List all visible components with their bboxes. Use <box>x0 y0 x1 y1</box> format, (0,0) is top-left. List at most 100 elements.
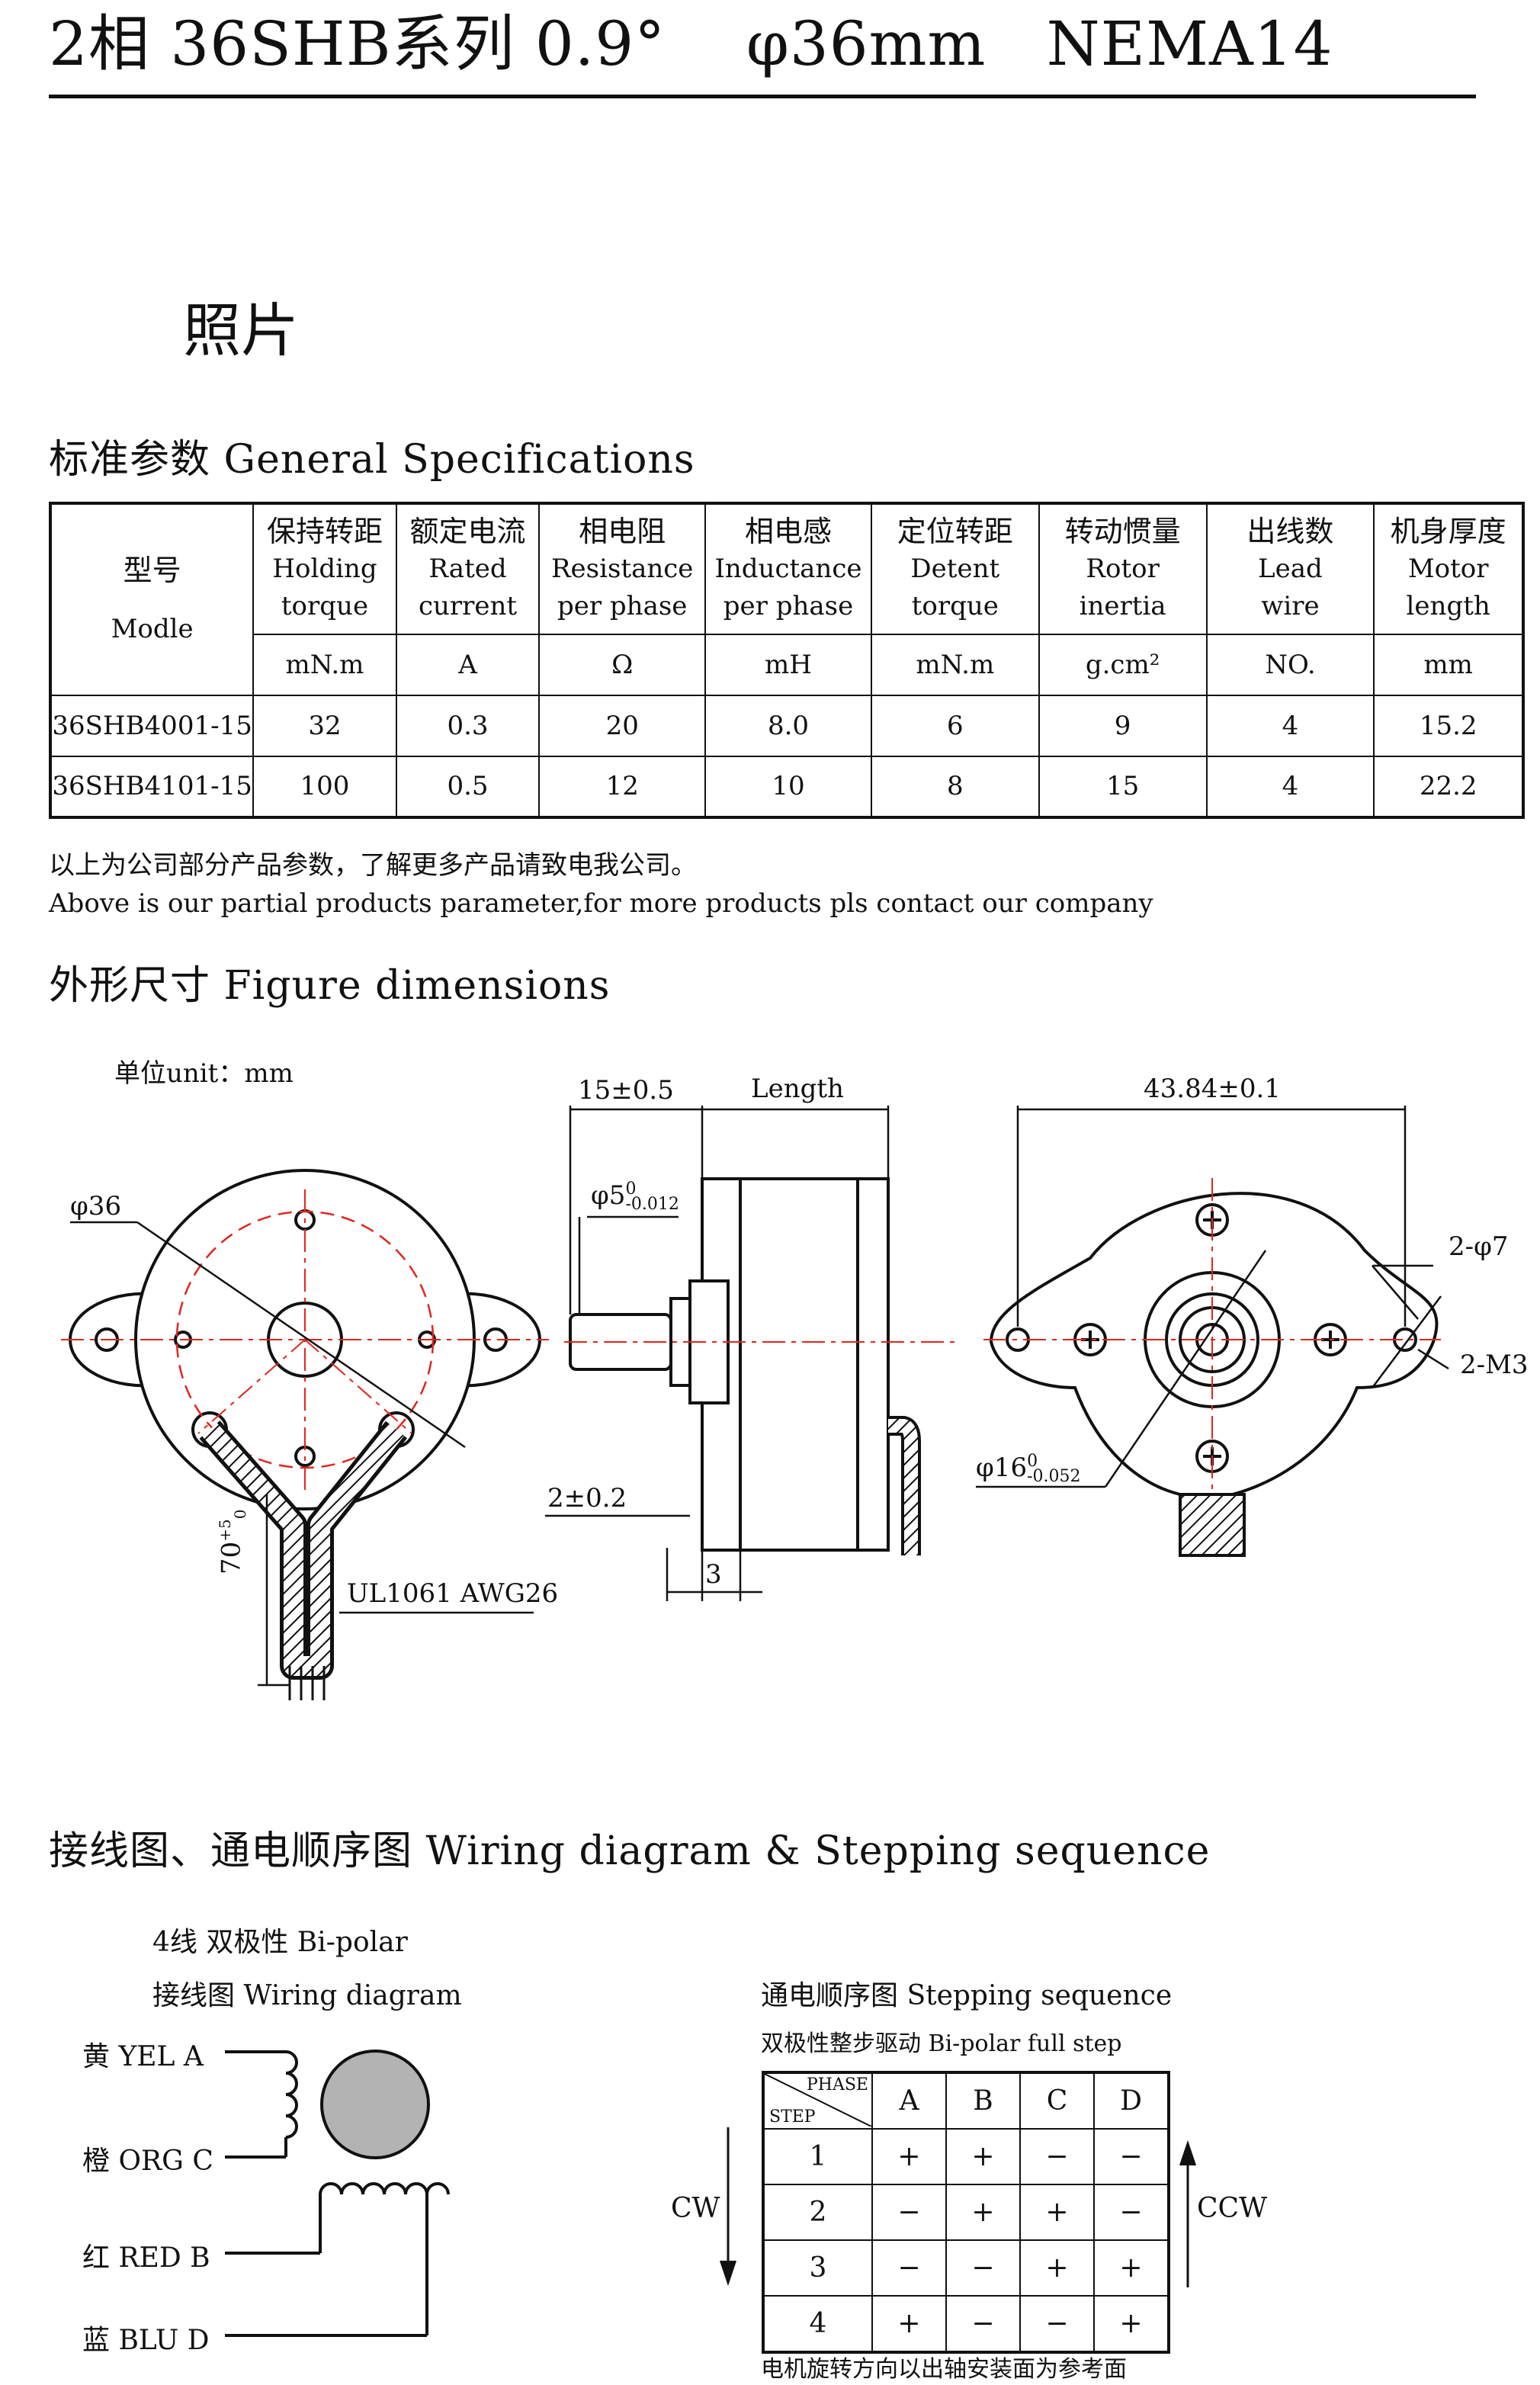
value-cell: 10 <box>704 756 872 818</box>
dim-boss: 2±0.2 <box>547 1483 627 1513</box>
shaft-tol-up: 0 <box>625 1180 637 1199</box>
col-cn: 保持转距 <box>266 515 383 548</box>
col-en2: current <box>418 591 518 621</box>
table-row: 1 + + − − <box>762 2128 1169 2185</box>
value-cell: 22.2 <box>1373 756 1524 818</box>
page-title: 2相 36SHB系列 0.9° φ36mm NEMA14 <box>49 8 1333 79</box>
col-cn: 相电阻 <box>579 515 666 548</box>
step-number: 3 <box>762 2239 873 2297</box>
front-view-drawing <box>61 1169 549 1700</box>
value-cell: 15.2 <box>1373 695 1524 757</box>
dimensions-heading: 外形尺寸 Figure dimensions <box>49 963 611 1009</box>
step-value: + <box>1093 2239 1169 2297</box>
coil-bd <box>319 2182 450 2195</box>
step-value: + <box>945 2128 1021 2185</box>
dim-flange: 3 <box>705 1559 722 1590</box>
table-row: 36SHB4001-15 32 0.3 20 8.0 6 9 4 15.2 <box>49 695 1524 757</box>
step-value: + <box>945 2184 1021 2241</box>
col-en2: per phase <box>723 591 854 621</box>
unit-cell: A <box>395 634 541 696</box>
dim-mount-spacing: 43.84±0.1 <box>1144 1074 1281 1104</box>
cw-label: CW <box>671 2193 720 2224</box>
value-cell: 100 <box>252 756 397 818</box>
step-value: − <box>945 2239 1021 2297</box>
value-cell: 12 <box>538 756 707 818</box>
wire-cn: 蓝 <box>82 2325 111 2356</box>
step-value: − <box>1019 2128 1095 2185</box>
dim-cable-length: 70+50 <box>216 1510 249 1574</box>
value-cell: 0.3 <box>395 695 541 757</box>
unit-cell: Ω <box>538 634 707 696</box>
value-cell: 4 <box>1205 756 1375 818</box>
wire-cn: 黄 <box>82 2041 111 2072</box>
specs-note-en: Above is our partial products parameter,… <box>49 888 1153 919</box>
col-en2: per phase <box>557 591 688 621</box>
unit-label: 单位unit：mm <box>114 1058 294 1089</box>
wire-label-blue: 蓝 BLU D <box>82 2318 210 2358</box>
cable-length-value: 70 <box>216 1541 247 1574</box>
wire-terminal: D <box>187 2325 210 2356</box>
col-cn: 定位转距 <box>897 515 1013 548</box>
dim-holes: 2-φ7 <box>1449 1231 1509 1262</box>
value-cell: 0.5 <box>395 756 541 818</box>
phase-header: A <box>871 2072 947 2130</box>
col-en1: Lead <box>1258 554 1323 584</box>
dim-cable-spec: UL1061 AWG26 <box>347 1578 559 1609</box>
col-en1: Rotor <box>1086 554 1160 584</box>
drive-label: 双极性整步驱动 Bi-polar full step <box>761 2030 1122 2057</box>
step-value: − <box>1093 2184 1169 2241</box>
rear-cap <box>856 1177 890 1552</box>
col-en1: Rated <box>428 554 507 584</box>
phase-header: D <box>1093 2072 1169 2130</box>
wiring-heading: 接线图、通电顺序图 Wiring diagram & Stepping sequ… <box>49 1828 1211 1874</box>
step-value: + <box>871 2295 947 2353</box>
table-row: 3 − − + + <box>762 2239 1169 2297</box>
wire-cn: 橙 <box>82 2146 111 2177</box>
step-value: + <box>871 2128 947 2185</box>
step-value: − <box>945 2295 1021 2353</box>
header-diagonal <box>765 2074 871 2127</box>
unit-cell: mm <box>1373 634 1524 696</box>
shaft-dia-value: φ5 <box>591 1180 626 1211</box>
col-en2: length <box>1406 591 1490 621</box>
step-value: − <box>871 2239 947 2297</box>
phase-label: PHASE <box>806 2075 868 2094</box>
shaft-tol-lo: -0.012 <box>625 1195 679 1214</box>
specs-note-cn: 以上为公司部分产品参数，了解更多产品请致电我公司。 <box>49 850 697 881</box>
step-value: − <box>1019 2295 1095 2353</box>
model-header-cn: 型号 <box>123 553 181 587</box>
ccw-label: CCW <box>1197 2193 1268 2224</box>
wire-en: ORG <box>118 2146 184 2177</box>
stepping-sequence-table: PHASE STEP A B C D 1 + + − − 2 − + + − 3… <box>762 2071 1170 2354</box>
phase-header: B <box>945 2072 1021 2130</box>
wire-terminal: B <box>190 2242 210 2274</box>
dim-threads: 2-M3 <box>1460 1350 1529 1380</box>
back-outline <box>989 1192 1439 1501</box>
col-en2: wire <box>1261 591 1320 621</box>
table-row: 4 + − − + <box>762 2295 1169 2353</box>
step-value: − <box>871 2184 947 2241</box>
step-number: 2 <box>762 2184 873 2241</box>
col-en2: inertia <box>1079 591 1166 621</box>
pilot-value: φ16 <box>976 1453 1028 1483</box>
motor-can <box>739 1177 859 1552</box>
value-cell: 8 <box>870 756 1040 818</box>
value-cell: 8.0 <box>704 695 872 757</box>
col-en1: Detent <box>910 554 1000 584</box>
wire-label-yellow: 黄 YEL A <box>82 2034 204 2074</box>
wiring-type-label: 4线 双极性 Bi-polar <box>152 1927 408 1958</box>
step-value: + <box>1093 2295 1169 2353</box>
value-cell: 6 <box>870 695 1040 757</box>
step-value: + <box>1019 2239 1095 2297</box>
pilot-tol-lo: -0.052 <box>1027 1467 1081 1486</box>
wire-label-orange: 橙 ORG C <box>82 2139 213 2178</box>
